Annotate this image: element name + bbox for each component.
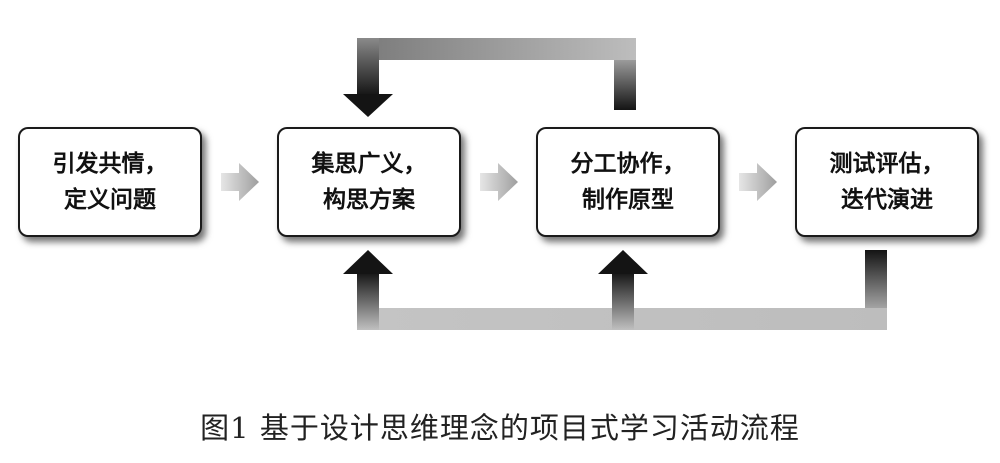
loop-arrow-top — [343, 38, 636, 117]
forward-arrow-1 — [221, 163, 259, 201]
step-box-prototype: 分工协作， 制作原型 — [536, 127, 720, 237]
step-text-line2: 构思方案 — [323, 187, 415, 213]
forward-arrow-2 — [480, 163, 518, 201]
step-text-line1: 引发共情， — [52, 151, 168, 177]
step-text-line1: 测试评估， — [829, 151, 945, 177]
figure-caption: 图1 基于设计思维理念的项目式学习活动流程 — [200, 411, 800, 445]
step-box-ideate: 集思广义， 构思方案 — [277, 127, 461, 237]
step-text-line1: 分工协作， — [570, 151, 686, 177]
step-text-line2: 迭代演进 — [841, 187, 933, 213]
loop-arrow-bottom — [343, 250, 887, 330]
step-text-line2: 定义问题 — [64, 187, 156, 213]
step-box-test-iterate: 测试评估， 迭代演进 — [795, 127, 979, 237]
step-text-line2: 制作原型 — [582, 187, 674, 213]
forward-arrow-3 — [739, 163, 777, 201]
step-box-empathize-define: 引发共情， 定义问题 — [18, 127, 202, 237]
step-text-line1: 集思广义， — [311, 151, 427, 177]
